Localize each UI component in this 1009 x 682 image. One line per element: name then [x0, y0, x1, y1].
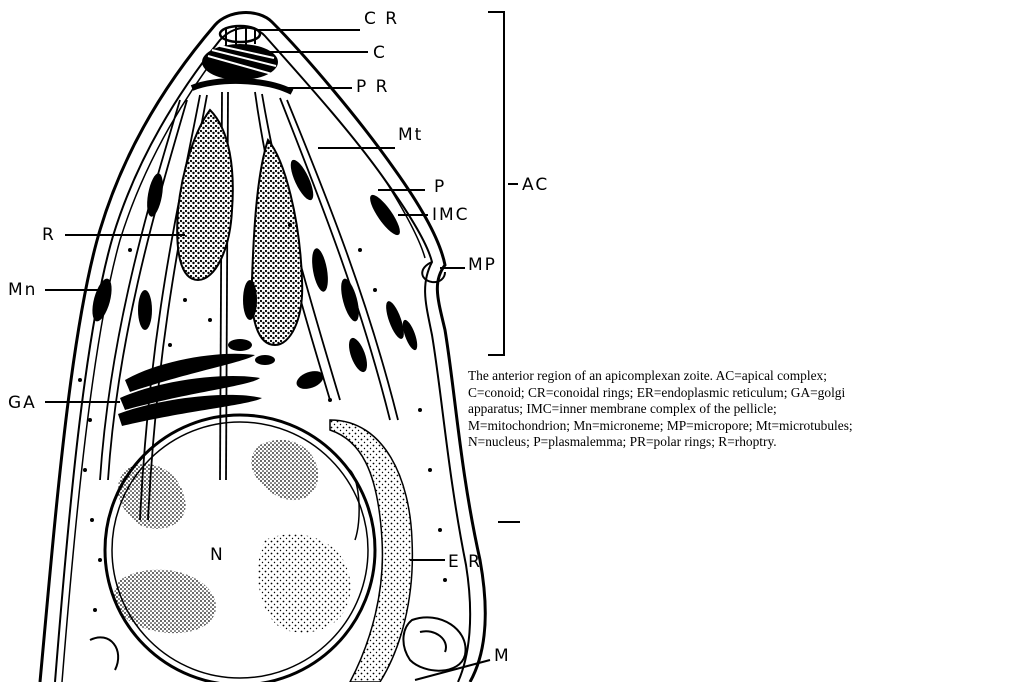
label-nucleus: N	[210, 545, 225, 565]
apical-complex-bracket	[488, 12, 504, 355]
label-endoplasmic-reticulum: E R	[448, 552, 482, 572]
label-micropore: MP	[468, 255, 497, 275]
label-apical-complex: AC	[522, 175, 549, 195]
caption-line-2: C=conoid; CR=conoidal rings; ER=endoplas…	[468, 385, 845, 400]
label-rhoptry: R	[42, 225, 56, 245]
caption-line-4: M=mitochondrion; Mn=microneme; MP=microp…	[468, 418, 853, 433]
endoplasmic-reticulum	[330, 420, 412, 682]
rhoptries	[177, 110, 302, 345]
label-microtubules: Mt	[398, 125, 423, 145]
label-microneme: Mn	[8, 280, 37, 300]
figure-caption: The anterior region of an apicomplexan z…	[468, 368, 1008, 451]
caption-line-5: N=nucleus; P=plasmalemma; PR=polar rings…	[468, 434, 777, 449]
label-conoidal-rings: C R	[364, 9, 399, 29]
caption-line-1: The anterior region of an apicomplexan z…	[468, 368, 827, 383]
label-plasmalemma: P	[434, 177, 446, 197]
label-conoid: C	[373, 43, 387, 63]
golgi-apparatus	[118, 339, 275, 426]
label-mitochondrion: M	[494, 646, 511, 666]
label-inner-membrane-complex: IMC	[432, 205, 470, 225]
caption-line-3: apparatus; IMC=inner membrane complex of…	[468, 401, 777, 416]
label-golgi-apparatus: GA	[8, 393, 37, 413]
nucleus	[105, 415, 375, 682]
label-polar-rings: P R	[356, 77, 389, 97]
